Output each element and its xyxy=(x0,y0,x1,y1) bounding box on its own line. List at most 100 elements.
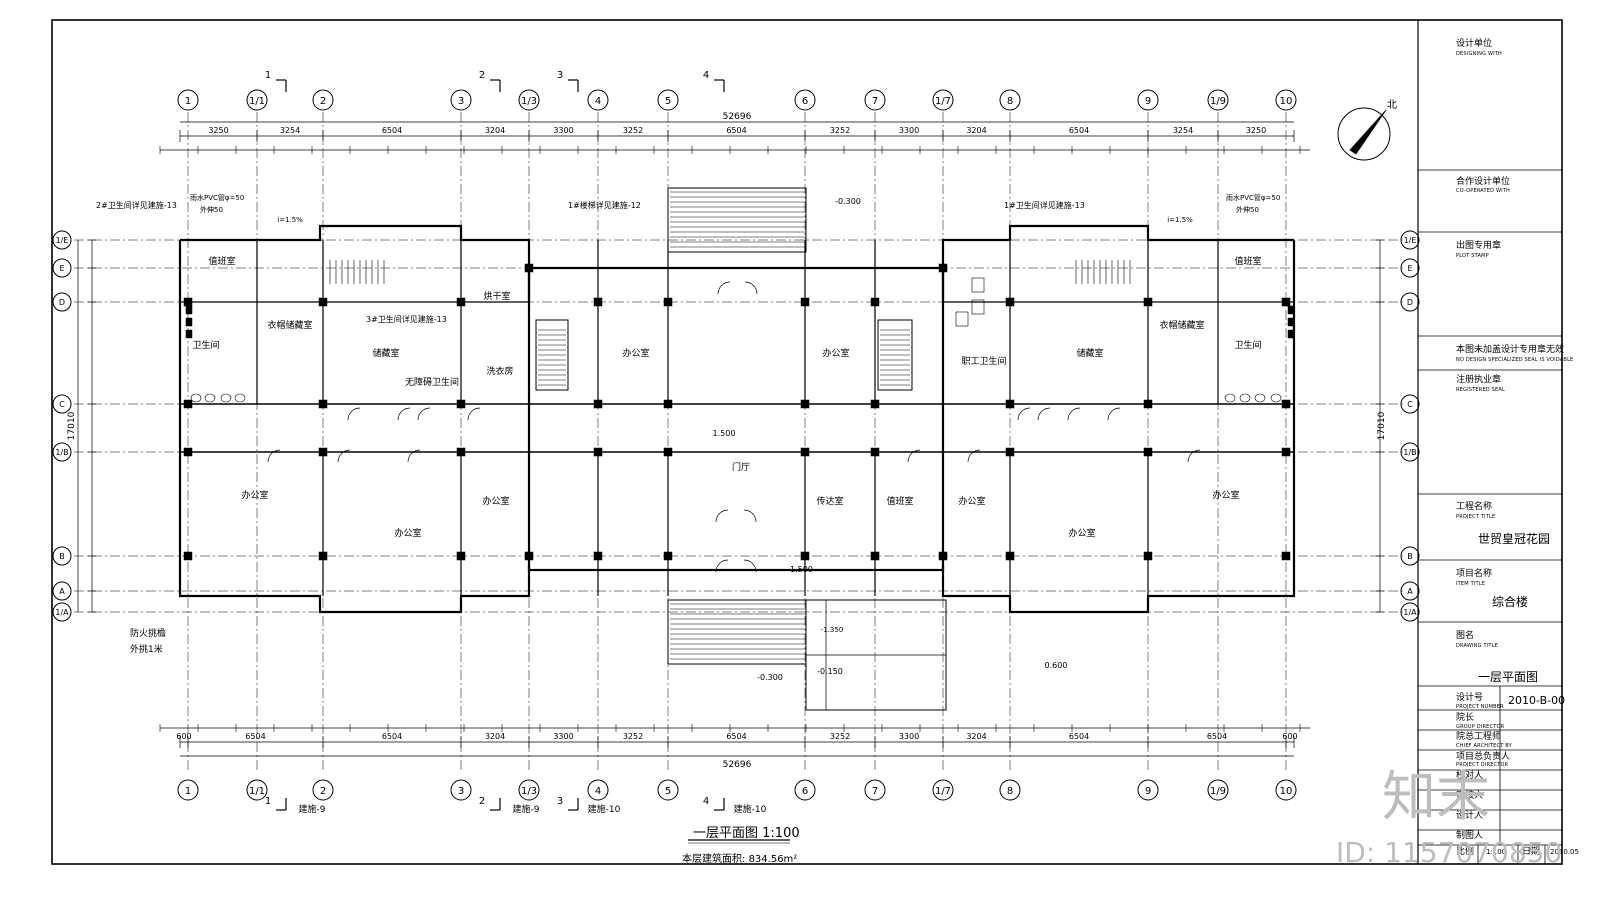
axis-bubble xyxy=(864,779,886,801)
door-swing xyxy=(907,449,921,463)
structural-column xyxy=(593,297,603,307)
level-mark-lobby: 1.500 xyxy=(713,429,736,438)
row-label-right: E xyxy=(1407,264,1412,273)
axis-bubble xyxy=(657,779,679,801)
door-swing xyxy=(1017,407,1031,421)
row-label-left: E xyxy=(59,264,64,273)
interior-stair-right xyxy=(877,319,913,391)
toilet-fixture xyxy=(190,393,202,403)
row-label-right: B xyxy=(1407,552,1413,561)
special-seal-sub: NO DESIGN SPECIALIZED SEAL IS VOIDABLE xyxy=(1456,357,1574,363)
note-fire-eave: 防火挑檐 xyxy=(130,627,166,639)
level-mark-outdoor: -0.300 xyxy=(835,197,861,206)
north-label: 北 xyxy=(1387,99,1397,111)
door-swing xyxy=(715,559,729,573)
section-number-bottom: 1 xyxy=(265,796,271,807)
row-label-left: C xyxy=(59,400,65,409)
room-label: 衣帽储藏室 xyxy=(1159,319,1204,331)
axis-bubble xyxy=(587,779,609,801)
room-label: 储藏室 xyxy=(372,347,399,359)
door-swing xyxy=(1107,407,1121,421)
design-number-value: 2010-B-00 xyxy=(1508,694,1566,707)
dim-bottom: 600 xyxy=(1282,732,1297,741)
structural-column xyxy=(800,399,810,409)
structural-column xyxy=(938,551,948,561)
axis-label-bottom: 7 xyxy=(872,786,878,797)
toilet-fixture xyxy=(234,393,246,403)
toilet-fixture xyxy=(1254,393,1266,403)
row-label-right: 1/B xyxy=(1403,448,1416,457)
floor-area-label: 本层建筑面积: xyxy=(682,854,746,865)
note-pipe: 雨水PVC管φ=50 xyxy=(1226,193,1280,202)
date-value: 2010.05 xyxy=(1550,848,1579,856)
section-number-top: 2 xyxy=(479,70,485,81)
exterior-wall-right xyxy=(941,240,1296,614)
scale-label: 比例 xyxy=(1456,847,1475,857)
dim-bottom: 6504 xyxy=(1069,732,1089,741)
structural-column xyxy=(1005,551,1015,561)
axis-label-bottom: 8 xyxy=(1007,786,1013,797)
structural-column xyxy=(870,297,880,307)
axis-bubble xyxy=(450,89,472,111)
room-label: 办公室 xyxy=(241,489,268,501)
room-label: 衣帽储藏室 xyxy=(267,319,312,331)
watermark-id: ID: 1157070850 xyxy=(1336,836,1563,869)
dim-top: 3300 xyxy=(899,126,919,135)
axis-bubble xyxy=(657,89,679,111)
axis-label-top: 8 xyxy=(1007,96,1013,107)
room-label: 办公室 xyxy=(822,347,849,359)
row-bubble xyxy=(52,292,72,312)
north-arrow-circle xyxy=(1337,107,1391,161)
row-label-right: A xyxy=(1407,587,1413,596)
axis-bubble xyxy=(864,89,886,111)
note-toilet-3: 3#卫生间详见建施-13 xyxy=(366,314,447,324)
note-toilet-2: 2#卫生间详见建施-13 xyxy=(96,200,177,210)
room-label: 洗衣房 xyxy=(486,365,513,377)
structural-column xyxy=(1005,297,1015,307)
axis-label-bottom: 1/9 xyxy=(1210,786,1226,797)
toilet-fixture xyxy=(204,393,216,403)
toilet-fixture xyxy=(220,393,232,403)
note-pipe-out: 外伸50 xyxy=(1236,205,1259,214)
dim-total-bottom: 52696 xyxy=(723,760,752,770)
structural-column xyxy=(663,297,673,307)
room-label: 值班室 xyxy=(208,255,235,267)
axis-bubble xyxy=(932,779,954,801)
row-label-left: B xyxy=(59,552,65,561)
axis-bubble xyxy=(246,89,268,111)
toilet-fixture xyxy=(1239,393,1251,403)
sink-fixture xyxy=(971,277,985,293)
structural-column xyxy=(1281,447,1291,457)
note-pipe-out: 外伸50 xyxy=(200,205,223,214)
urinal-fixture xyxy=(1287,329,1295,339)
toilet-fixture xyxy=(1270,393,1282,403)
dim-bottom: 6504 xyxy=(245,732,265,741)
entrance-stair-north xyxy=(667,187,807,253)
structural-column xyxy=(663,399,673,409)
row-bubble xyxy=(1400,258,1420,278)
plot-stamp-sub: PLOT STAMP xyxy=(1456,253,1489,259)
sink-fixture xyxy=(971,299,985,315)
structural-column xyxy=(1143,399,1153,409)
room-label: 值班室 xyxy=(886,495,913,507)
level-mark-low: -0.150 xyxy=(817,667,843,676)
urinal-fixture xyxy=(185,305,193,315)
drafter-label: 制图人 xyxy=(1456,831,1484,841)
row-bubble xyxy=(1400,581,1420,601)
row-bubble xyxy=(52,394,72,414)
date-label: 日期 xyxy=(1522,847,1541,857)
structural-column xyxy=(800,297,810,307)
axis-bubble xyxy=(932,89,954,111)
scale-value: 1:100 xyxy=(1486,848,1507,856)
design-number-label: 设计号 xyxy=(1456,693,1484,703)
structural-column xyxy=(800,551,810,561)
door-swing xyxy=(407,449,421,463)
row-bubble xyxy=(1400,546,1420,566)
level-mark-high: 0.600 xyxy=(1045,661,1068,670)
cooperation-unit-label: 合作设计单位 xyxy=(1456,177,1511,187)
cooperation-unit-sub: CO-OPERATED WITH xyxy=(1456,188,1511,194)
structural-column xyxy=(1005,399,1015,409)
axis-label-bottom: 3 xyxy=(458,786,464,797)
toilet-fixture xyxy=(1224,393,1236,403)
axis-bubble xyxy=(177,779,199,801)
